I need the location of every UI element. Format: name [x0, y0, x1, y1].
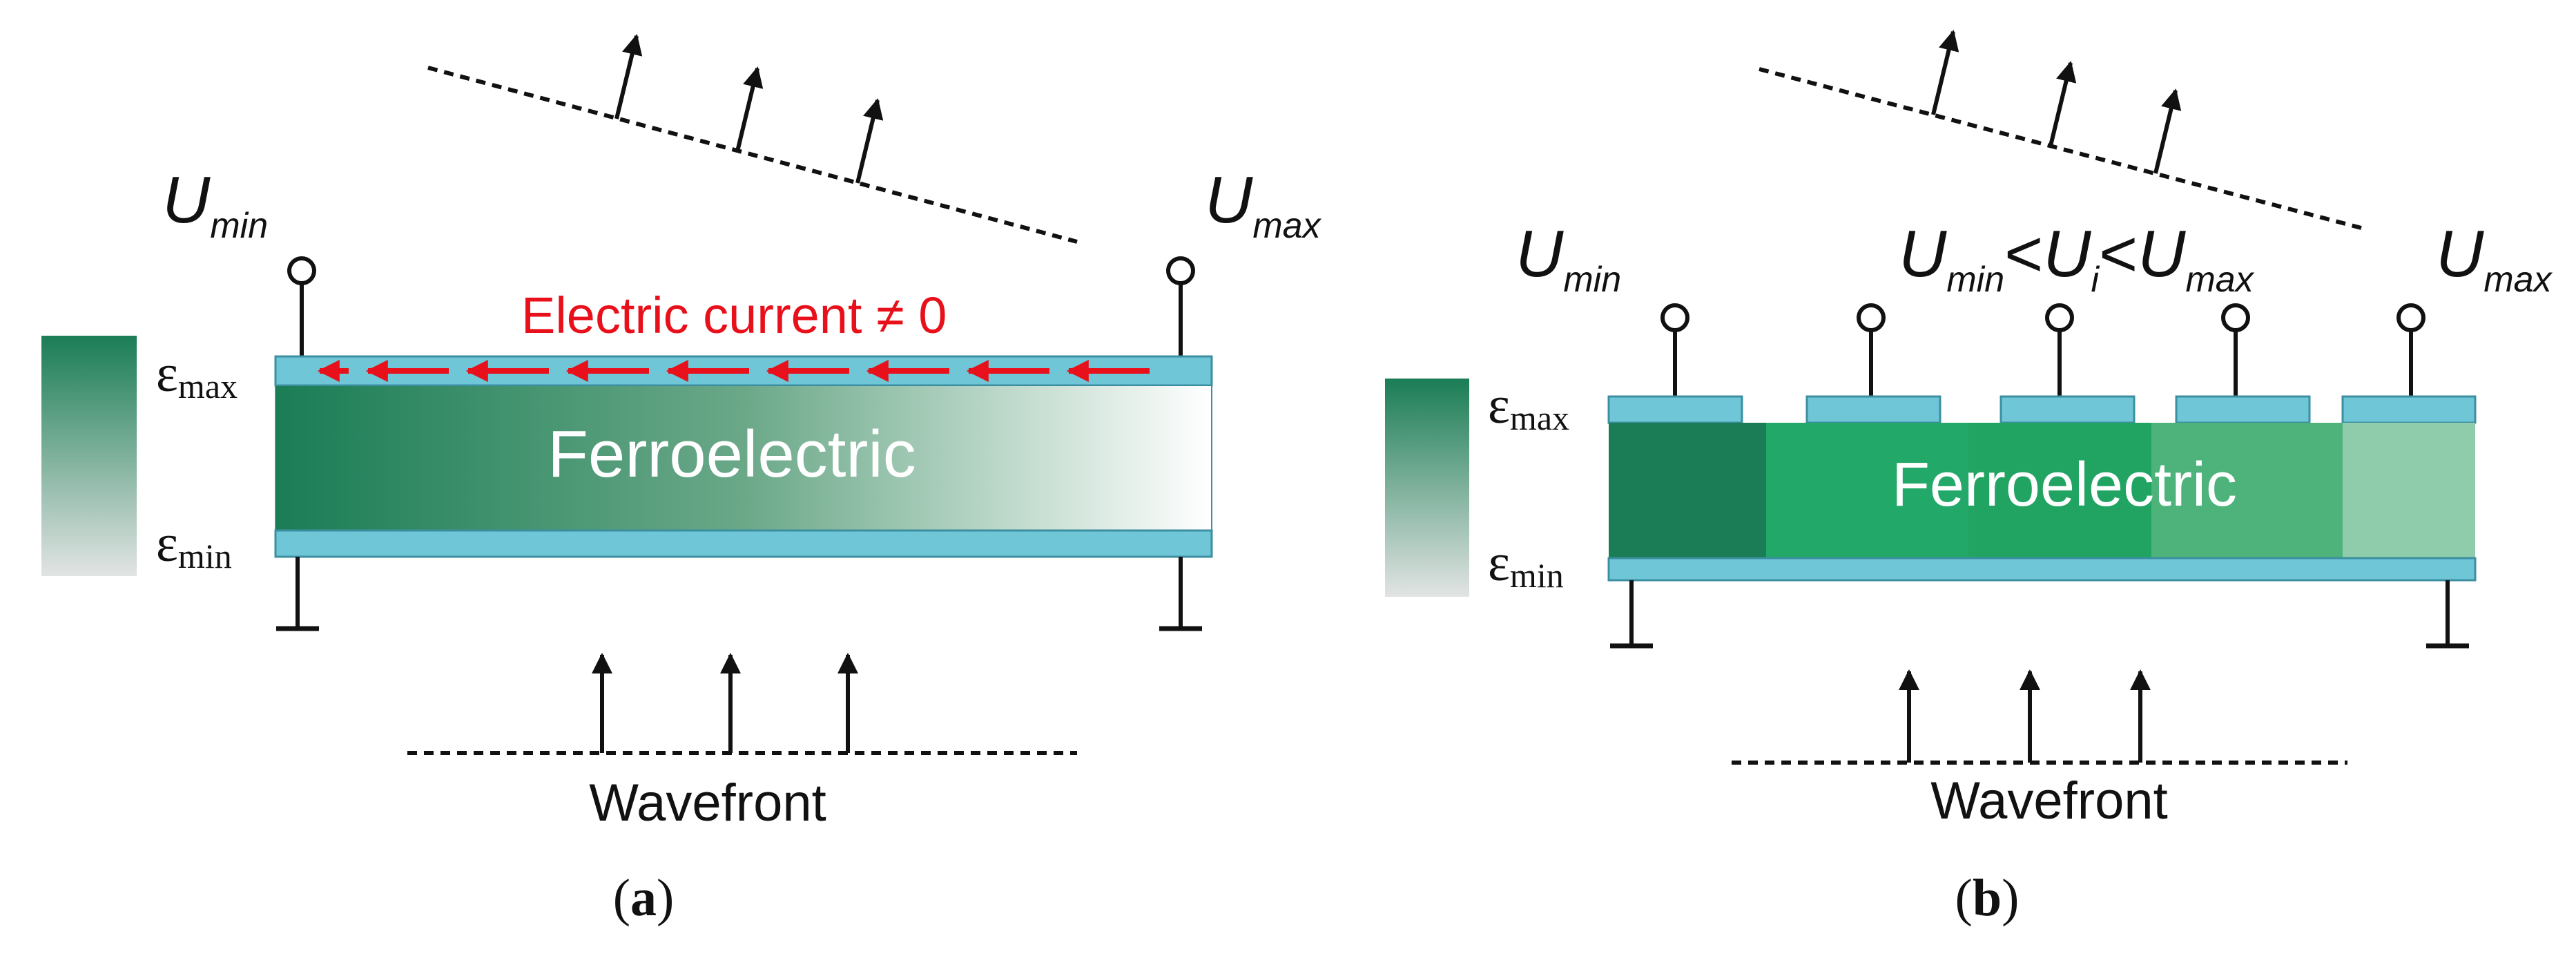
reflected-ray-arrow: [855, 98, 884, 184]
terminal: [1857, 303, 1886, 332]
bottom-electrode: [1607, 557, 2477, 582]
terminal: [2045, 303, 2074, 332]
terminal-right: [1166, 256, 1195, 285]
eps-max-label: εmax: [1488, 376, 1569, 437]
permittivity-scale: [1385, 379, 1469, 597]
ferroelectric-segment: [1609, 423, 1766, 558]
ferroelectric-segment: [1766, 423, 1968, 558]
ferroelectric-layer: [275, 385, 1212, 531]
ferroelectric-label: Ferroelectric: [548, 417, 916, 491]
ferroelectric-segment: [2343, 423, 2475, 558]
reflected-wavefront-line: [427, 66, 1078, 244]
ferroelectric-segment: [2151, 423, 2343, 558]
reflected-ray-arrow: [614, 34, 643, 120]
u-min-label: Umin: [1515, 217, 1621, 300]
reflected-wavefront-line: [1759, 67, 2362, 230]
terminal: [1660, 303, 1689, 332]
ferroelectric-label: Ferroelectric: [1892, 450, 2237, 519]
panel-b-caption: (b): [1955, 869, 2020, 927]
current-label: Electric current ≠ 0: [521, 287, 947, 344]
top-electrode-segment: [1607, 395, 1743, 424]
eps-max-label: εmax: [156, 345, 238, 405]
wavefront-label: Wavefront: [1930, 772, 2168, 830]
u-max-label: Umax: [1205, 163, 1322, 246]
u-min-label: Umin: [162, 163, 268, 246]
bottom-electrode: [274, 529, 1213, 558]
terminal: [2221, 303, 2250, 332]
top-electrode-segment: [2341, 395, 2477, 424]
permittivity-scale: [41, 336, 137, 576]
ferroelectric-segment: [1968, 423, 2151, 558]
reflected-ray-arrow: [735, 66, 764, 152]
panel-a-caption: (a): [613, 869, 675, 927]
reflected-ray-arrow: [2049, 61, 2077, 146]
top-electrode-segment: [2175, 395, 2311, 424]
top-electrode-segment: [1999, 395, 2136, 424]
u-max-label: Umax: [2436, 217, 2553, 300]
eps-min-label: εmin: [1488, 534, 1564, 595]
panel-a: Umin Umax Electric current ≠ 0 Ferroelec…: [41, 34, 1322, 927]
panel-b: Umin Umin<Ui<Umax Umax: [1385, 30, 2553, 927]
terminal: [2396, 303, 2425, 332]
terminal-left: [287, 256, 316, 285]
u-i-label: Umin<Ui<Umax: [1899, 217, 2255, 300]
wavefront-label: Wavefront: [589, 774, 826, 832]
eps-min-label: εmin: [156, 515, 232, 575]
reflected-ray-arrow: [1931, 30, 1959, 115]
top-electrode-segment: [1805, 395, 1941, 424]
reflected-ray-arrow: [2153, 88, 2182, 174]
